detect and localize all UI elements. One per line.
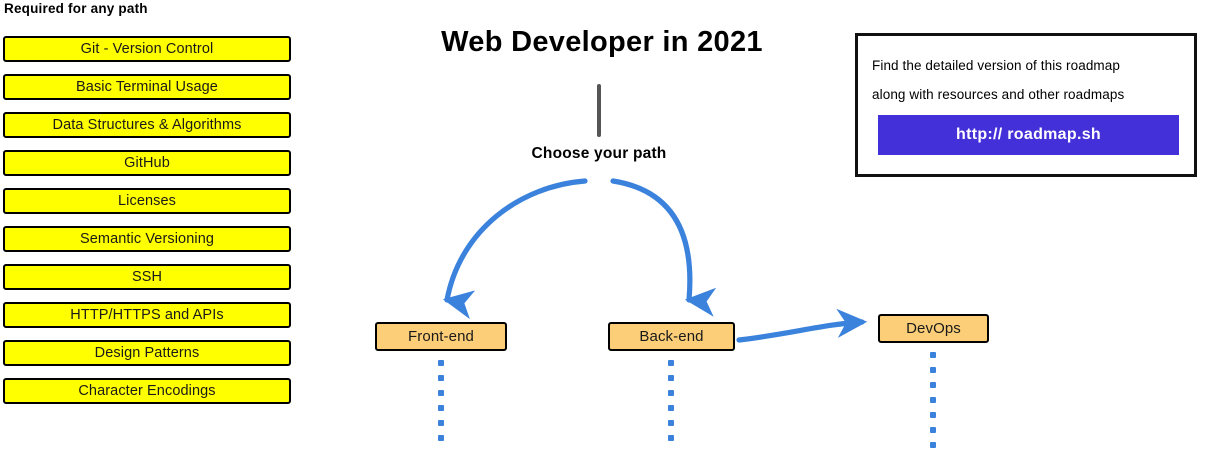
branch-arrow-devops: [736, 308, 868, 343]
required-skill-label: Licenses: [117, 193, 177, 209]
path-box-label: Back-end: [639, 328, 704, 345]
required-skill-item[interactable]: GitHub: [3, 150, 291, 176]
path-box-backend[interactable]: Back-end: [608, 322, 735, 351]
required-skill-item[interactable]: Semantic Versioning: [3, 226, 291, 252]
required-skill-item[interactable]: Licenses: [3, 188, 291, 214]
roadmap-link-label: http:// roadmap.sh: [956, 126, 1101, 143]
required-skill-item[interactable]: Design Patterns: [3, 340, 291, 366]
path-box-frontend[interactable]: Front-end: [375, 322, 507, 351]
required-skill-label: Design Patterns: [94, 345, 200, 361]
required-skill-label: Semantic Versioning: [79, 231, 215, 247]
info-card-line-1: Find the detailed version of this roadma…: [872, 58, 1120, 73]
vertical-dotted-line-icon: [438, 360, 444, 450]
path-box-label: DevOps: [906, 320, 961, 337]
required-skill-label: Data Structures & Algorithms: [52, 117, 242, 133]
choose-path-label: Choose your path: [531, 145, 667, 162]
required-skill-label: HTTP/HTTPS and APIs: [70, 307, 224, 323]
required-skill-label: Character Encodings: [78, 383, 216, 399]
path-box-label: Front-end: [408, 328, 474, 345]
roadmap-link-button[interactable]: http:// roadmap.sh: [878, 115, 1179, 155]
required-skill-item[interactable]: Basic Terminal Usage: [3, 74, 291, 100]
required-skill-label: GitHub: [124, 155, 170, 171]
branch-arrow-frontend: [442, 178, 588, 320]
required-skill-list: Git - Version Control Basic Terminal Usa…: [3, 36, 291, 416]
required-skill-item[interactable]: Git - Version Control: [3, 36, 291, 62]
vertical-dotted-line-icon: [668, 360, 674, 450]
required-skill-label: Basic Terminal Usage: [76, 79, 218, 95]
required-skill-item[interactable]: Data Structures & Algorithms: [3, 112, 291, 138]
path-box-devops[interactable]: DevOps: [878, 314, 989, 343]
required-skill-label: SSH: [131, 269, 163, 285]
branch-arrow-backend: [610, 178, 717, 317]
roadmap-title: Web Developer in 2021: [441, 26, 763, 58]
info-card-line-2: along with resources and other roadmaps: [872, 87, 1125, 102]
trunk-connector-line: [597, 84, 601, 137]
required-section-heading: Required for any path: [4, 1, 148, 16]
required-skill-item[interactable]: SSH: [3, 264, 291, 290]
vertical-dotted-line-icon: [930, 352, 936, 457]
required-skill-item[interactable]: HTTP/HTTPS and APIs: [3, 302, 291, 328]
required-skill-item[interactable]: Character Encodings: [3, 378, 291, 404]
required-skill-label: Git - Version Control: [80, 41, 214, 57]
info-card: Find the detailed version of this roadma…: [855, 33, 1197, 177]
